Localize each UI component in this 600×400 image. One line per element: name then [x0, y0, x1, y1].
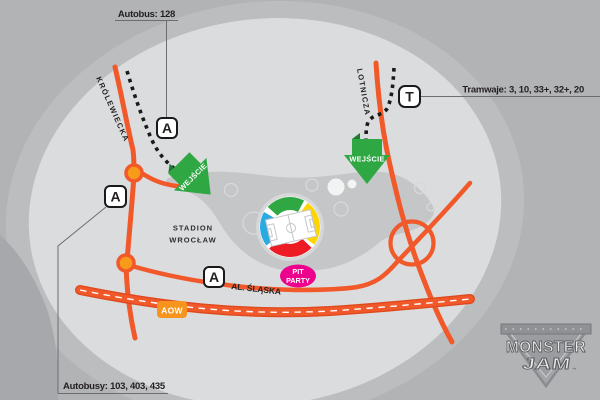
- pit-party-line2: PARTY: [286, 276, 310, 285]
- tram-stop-badge-letter: T: [405, 89, 414, 105]
- tree-circle: [223, 182, 239, 198]
- callout-lines: [57, 20, 600, 394]
- aow-badge: AOW: [157, 301, 187, 318]
- road-interchange-loop: [388, 219, 436, 267]
- corner-shadow: [0, 235, 59, 400]
- bus-stop-badge-west-letter: A: [110, 189, 120, 205]
- bus-stop-badge-north-letter: A: [162, 120, 172, 136]
- plaza-circle: [347, 179, 357, 189]
- highway-aow-centerline: [79, 289, 471, 313]
- entrance-arrow-north: WEJŚCIE: [344, 133, 390, 184]
- transit-routes: [125, 67, 396, 174]
- logo-top-bar: [500, 323, 592, 335]
- pit-party-badge: PIT PARTY: [280, 264, 316, 288]
- roundabout-north: [124, 163, 144, 183]
- stadium-name-line1: STADION: [173, 224, 213, 233]
- plaza-circle: [327, 178, 345, 196]
- roads: [75, 60, 475, 345]
- callout-bus-bottom: Autobusy: 103, 403, 435: [63, 381, 166, 392]
- stand-north-green: [267, 196, 305, 216]
- logo-trademark: ™: [572, 367, 578, 372]
- tree-circle: [333, 201, 349, 217]
- entrance-label-north: WEJŚCIE: [349, 155, 384, 164]
- callout-bus-top: Autobus: 128: [118, 9, 175, 20]
- arrow-down-icon: [344, 139, 390, 184]
- bus-stop-badge-slaska: [203, 266, 225, 288]
- tram-stop-badge: [398, 85, 421, 108]
- aow-badge-label: AOW: [161, 306, 183, 316]
- bus-stop-badge-slaska-letter: A: [209, 269, 219, 285]
- pit-party-shape: [280, 264, 316, 288]
- arrow-fold: [168, 163, 174, 174]
- aow-badge-shape: [157, 301, 187, 318]
- tree-circle: [413, 181, 427, 195]
- pitch-goal-right: [308, 218, 315, 228]
- tree-circle: [426, 202, 436, 212]
- logo-jam-group: JAM ™: [521, 355, 578, 374]
- pitch-center-circle: [286, 223, 296, 233]
- entrance-arrow-west: WEJŚCIE: [168, 152, 211, 195]
- callout-line-bus-bottom: [57, 206, 168, 394]
- logo-jam: JAM: [521, 355, 572, 373]
- stadium-name-line2: WROCŁAW: [169, 236, 216, 245]
- grounds-trees: [223, 178, 436, 235]
- pitch-midline: [287, 214, 295, 242]
- logo-monster: MONSTER: [506, 339, 586, 356]
- stop-badges: A A A T: [104, 85, 421, 288]
- tree-circle: [305, 178, 319, 192]
- bus-stop-badge-north: [156, 117, 178, 139]
- pit-party-line1: PIT: [292, 267, 304, 276]
- pitch-goal-left: [267, 228, 274, 238]
- roundabout-south: [116, 253, 136, 273]
- bus-stop-badge-west: [104, 185, 127, 208]
- callout-line-bus-top: [115, 20, 178, 118]
- pitch: [264, 209, 318, 247]
- road-krolewiecka-south: [123, 262, 138, 341]
- bus-route-dotted: [125, 70, 181, 174]
- stadium: [256, 193, 324, 261]
- tram-route-dotted: [364, 67, 396, 142]
- callout-tram: Tramwaje: 3, 10, 33+, 32+, 20: [462, 85, 584, 96]
- monster-jam-logo: MONSTER JAM ™: [500, 323, 592, 389]
- arrow-fold: [352, 133, 360, 139]
